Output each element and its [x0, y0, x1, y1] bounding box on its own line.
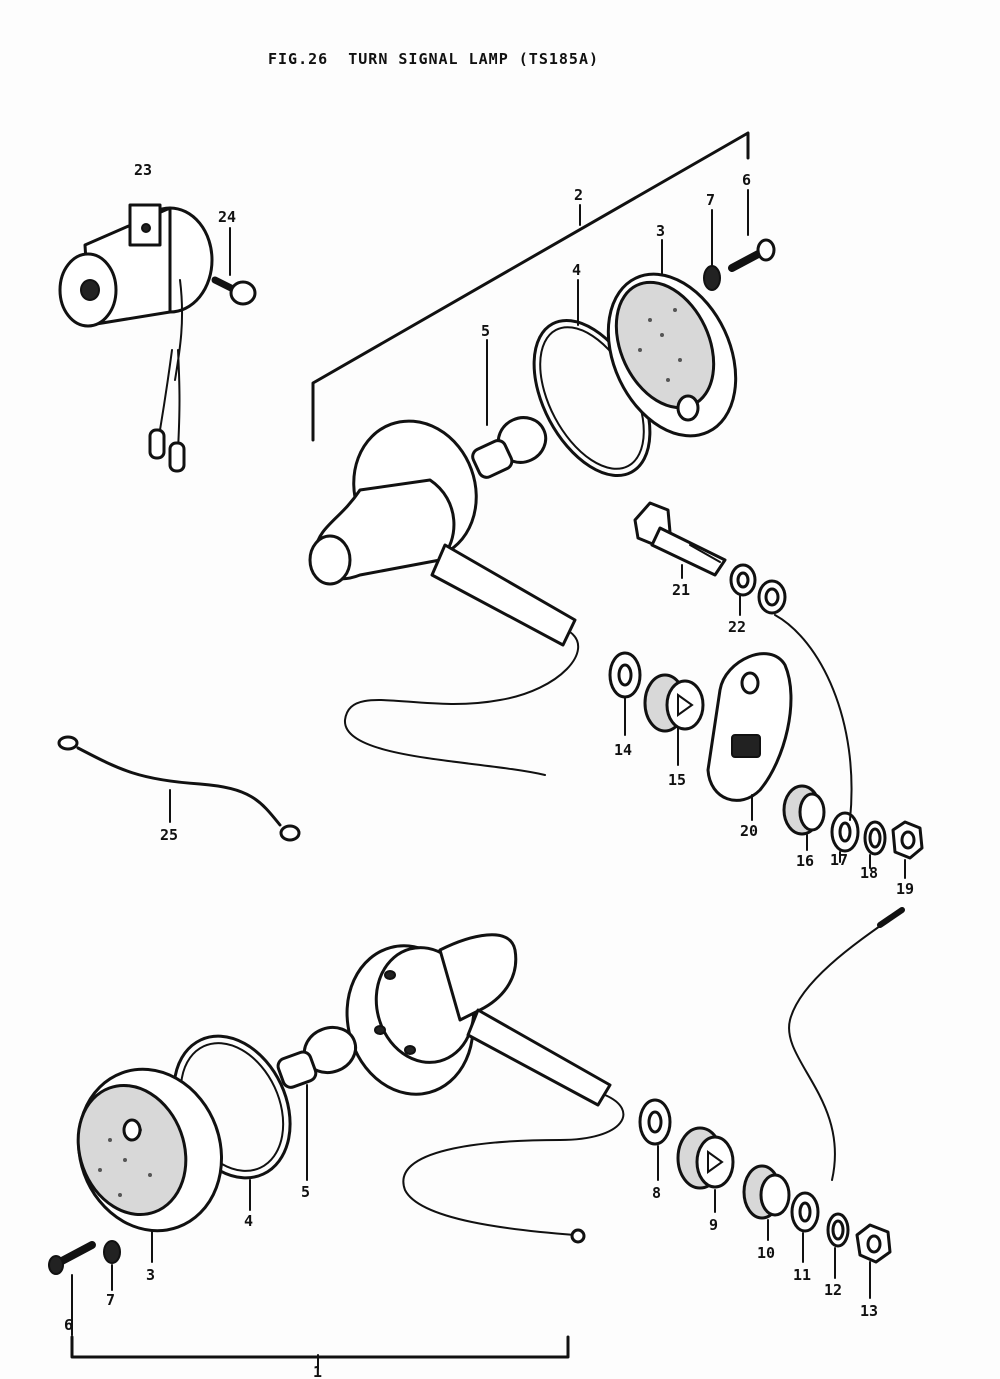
callout-10: 10 [757, 1244, 775, 1262]
callout-22: 22 [728, 618, 746, 636]
mounting-bolt [633, 501, 727, 577]
mounting-bracket-20 [706, 652, 793, 802]
callout-23: 23 [134, 161, 152, 179]
callout-numbers: 2 3 4 5 6 7 14 15 16 17 18 19 20 21 22 2… [64, 161, 914, 1379]
ground-lead-wire [57, 735, 301, 842]
upper-lens [606, 272, 738, 438]
callout-8: 8 [652, 1184, 661, 1202]
callout-14: 14 [614, 741, 632, 759]
lower-lens-washer [103, 1240, 121, 1264]
lower-lockwasher-12 [826, 1212, 850, 1248]
upper-lens-screw [728, 238, 776, 272]
callout-1: 1 [313, 1363, 322, 1379]
upper-cushion-16 [782, 784, 826, 836]
bolt-washers [729, 563, 787, 615]
lower-washer-11 [790, 1191, 820, 1233]
callout-16: 16 [796, 852, 814, 870]
callout-4-upper: 4 [572, 261, 581, 279]
upper-bulb [471, 416, 548, 479]
callout-24: 24 [218, 208, 236, 226]
figure-title: FIG.26 TURN SIGNAL LAMP (TS185A) [268, 50, 600, 68]
callout-3-lower: 3 [146, 1266, 155, 1284]
upper-washer-14 [608, 651, 642, 699]
upper-lamp-housing [308, 419, 580, 776]
callout-6-lower: 6 [64, 1316, 73, 1334]
lower-nut-13 [855, 1223, 892, 1264]
lower-cushion-10 [742, 1164, 791, 1220]
lower-washer-8 [638, 1098, 672, 1146]
callout-leader-lines [71, 189, 906, 1370]
callout-19: 19 [896, 880, 914, 898]
callout-2: 2 [574, 186, 583, 204]
callout-9: 9 [709, 1216, 718, 1234]
callout-4-lower: 4 [244, 1212, 253, 1230]
upper-lockwasher-18 [863, 820, 887, 856]
upper-assembly-bracket [311, 131, 750, 442]
upper-wire [774, 614, 853, 821]
callout-7-upper: 7 [706, 191, 715, 209]
lower-lamp-housing [345, 933, 625, 1244]
callout-11: 11 [793, 1266, 811, 1284]
callout-15: 15 [668, 771, 686, 789]
callout-17: 17 [830, 851, 848, 869]
lower-wire [788, 907, 905, 1181]
callout-3-upper: 3 [656, 222, 665, 240]
lower-cushion-9 [676, 1126, 735, 1190]
callout-7-lower: 7 [106, 1291, 115, 1309]
callout-6-upper: 6 [742, 171, 751, 189]
callout-5-lower: 5 [301, 1183, 310, 1201]
callout-25: 25 [160, 826, 178, 844]
lower-assembly-bracket [70, 1335, 570, 1359]
upper-lens-washer [703, 265, 721, 291]
callout-12: 12 [824, 1281, 842, 1299]
callout-20: 20 [740, 822, 758, 840]
lower-lens-screw [48, 1241, 96, 1275]
callout-5-upper: 5 [481, 322, 490, 340]
upper-nut-19 [891, 820, 924, 860]
callout-21: 21 [672, 581, 690, 599]
flasher-relay [58, 203, 214, 473]
upper-cushion-15 [643, 673, 705, 733]
lower-lens [76, 1067, 224, 1233]
lower-bulb [276, 1025, 358, 1089]
upper-washer-17 [830, 811, 860, 853]
callout-18: 18 [860, 864, 878, 882]
relay-mounting-screw [211, 276, 257, 306]
callout-13: 13 [860, 1302, 878, 1320]
